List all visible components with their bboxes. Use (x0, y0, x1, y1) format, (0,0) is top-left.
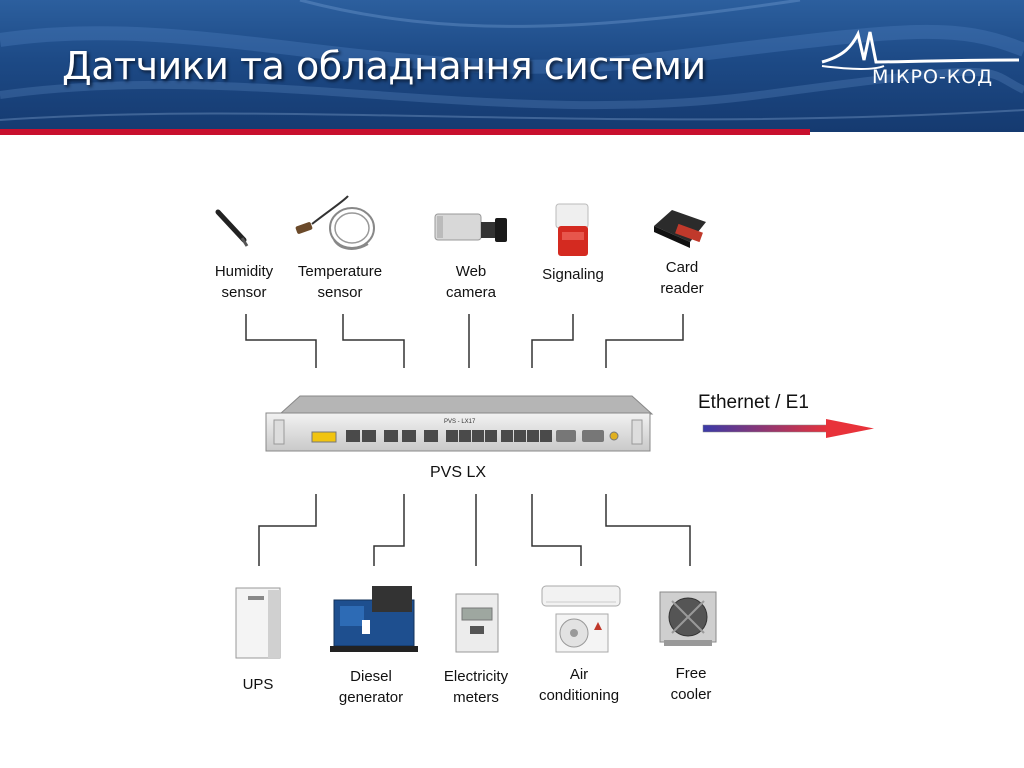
meter-icon (455, 593, 499, 653)
label-line: sensor (317, 284, 363, 301)
air-conditioner-icon (541, 585, 621, 653)
connector-signaling (531, 314, 574, 368)
label-temperature-sensor: Temperature sensor (284, 261, 396, 303)
connector-cooler (605, 494, 691, 566)
connector-ups (258, 494, 317, 566)
label-line: camera (445, 284, 497, 301)
device-panel-model: PVS - LX17 (444, 419, 476, 425)
connector-card-reader (605, 314, 684, 368)
label-air-conditioning: Air conditioning (528, 664, 630, 706)
slide-header: Датчики та обладнання системи МІКРО-КОД (0, 0, 1024, 132)
label-electricity-meters: Electricity meters (430, 666, 522, 708)
uplink-arrow (702, 419, 874, 438)
label-line: cooler (670, 686, 712, 703)
label-line: UPS (242, 676, 274, 693)
label-diesel-generator: Diesel generator (326, 666, 416, 708)
label-web-camera: Web camera (430, 261, 512, 303)
label-line: Temperature (297, 263, 383, 280)
label-line: Signaling (542, 266, 604, 283)
accent-line (0, 129, 810, 135)
label-line: Electricity (443, 668, 509, 685)
ups-icon (235, 587, 281, 659)
label-line: sensor (221, 284, 267, 301)
fan-icon (659, 591, 717, 646)
connector-temperature (342, 314, 405, 368)
camera-icon (434, 213, 507, 242)
connector-humidity (245, 314, 317, 368)
label-signaling: Signaling (528, 264, 618, 285)
label-card-reader: Card reader (640, 257, 724, 299)
connector-generator (373, 494, 405, 566)
label-line: conditioning (538, 687, 620, 704)
label-line: Air (569, 666, 589, 683)
label-free-cooler: Free cooler (652, 663, 730, 705)
label-line: Diesel (350, 668, 392, 685)
connector-air (531, 494, 582, 566)
label-ups: UPS (220, 674, 296, 695)
label-line: Free (675, 665, 707, 682)
label-line: Card (665, 259, 699, 276)
label-line: Web (455, 263, 487, 280)
mikro-kod-logo: МІКРО-КОД (814, 26, 1024, 96)
slide-title: Датчики та обладнання системи (62, 44, 706, 88)
siren-icon (555, 203, 589, 256)
label-line: meters (453, 689, 499, 706)
logo-mark-icon (821, 29, 1020, 70)
top-connectors (245, 314, 684, 368)
device-label: PVS LX (430, 464, 487, 481)
header-swoosh-decoration (0, 0, 1024, 121)
generator-icon (330, 586, 418, 652)
card-reader-icon (654, 210, 706, 248)
uplink-label: Ethernet / E1 (698, 392, 809, 413)
cable-probe-icon (295, 195, 375, 250)
pvs-lx-device: PVS - LX17 (265, 395, 654, 452)
bottom-connectors (258, 494, 691, 566)
label-line: generator (338, 689, 404, 706)
logo-text: МІКРО-КОД (872, 66, 994, 88)
label-humidity-sensor: Humidity sensor (198, 261, 290, 303)
probe-icon (215, 209, 249, 247)
label-line: Humidity (214, 263, 274, 280)
label-line: reader (660, 280, 704, 297)
